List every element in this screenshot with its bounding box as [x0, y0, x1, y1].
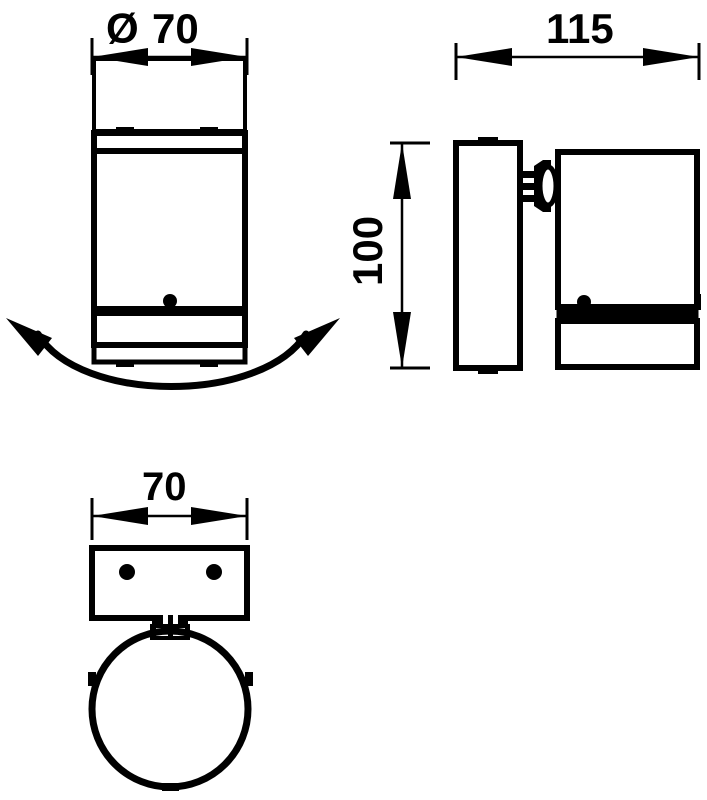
bottom-view	[88, 498, 253, 791]
rotation-arc-path	[34, 330, 310, 390]
side-dim-arrow-right	[643, 48, 699, 66]
bottom-hinge-gap-1	[163, 613, 168, 626]
bottom-circle-tab-bottom	[162, 783, 179, 791]
bottom-circle-tab-left	[88, 672, 96, 686]
rotation-arc-arrowhead-right	[294, 318, 340, 356]
side-hinge-joint	[520, 160, 559, 212]
front-diameter-value: 70	[152, 5, 199, 52]
hinge-thread-3	[520, 195, 534, 202]
side-right-edge-tab	[694, 294, 701, 310]
hinge-thread-2	[520, 183, 534, 190]
bottom-hinge-thread	[152, 616, 188, 625]
side-wall-plate-tab-bottom	[478, 368, 498, 374]
bottom-dim-arrow-left	[92, 507, 148, 525]
side-vdim-arrow-top	[393, 143, 411, 199]
front-body-screw-dot	[163, 294, 177, 308]
side-dim-arrow-left	[456, 48, 512, 66]
hinge-thread-1	[520, 171, 534, 178]
side-width-dimension-label: 115	[546, 5, 614, 52]
front-bottom-tab-right	[200, 361, 218, 367]
rotation-arc-arrow	[6, 318, 340, 390]
side-height-dimension-label: 100	[344, 216, 391, 286]
hinge-pivot-pin	[537, 164, 559, 208]
front-main-body	[91, 148, 248, 312]
rotation-arc-arrowhead-left	[6, 318, 52, 356]
front-bottom-rim	[91, 342, 248, 365]
side-wall-plate-tab-top	[478, 137, 498, 143]
bottom-circle-tab-right	[245, 672, 253, 686]
side-bottom-rim	[555, 318, 700, 370]
side-wall-plate	[453, 140, 523, 371]
front-view	[90, 38, 249, 367]
bottom-hinge-bracket	[150, 613, 190, 640]
front-upper-cylinder	[92, 57, 247, 133]
bottom-width-dimension-label: 70	[142, 465, 187, 509]
bottom-hinge-gap-2	[173, 613, 178, 626]
bottom-dim-arrow-right	[191, 507, 247, 525]
side-view	[390, 43, 701, 374]
bottom-mounting-hole-right	[206, 564, 222, 580]
front-diameter-symbol: Ø	[106, 5, 139, 52]
front-bottom-tab-left	[116, 361, 134, 367]
bottom-wall-plate	[89, 545, 250, 621]
bottom-mounting-hole-left	[119, 564, 135, 580]
side-vdim-arrow-bottom	[393, 312, 411, 368]
side-main-body	[555, 149, 700, 310]
front-diameter-dimension-label: Ø 70	[106, 5, 199, 52]
front-lower-collar-band	[91, 310, 248, 348]
bottom-cylinder-circle	[88, 627, 252, 791]
